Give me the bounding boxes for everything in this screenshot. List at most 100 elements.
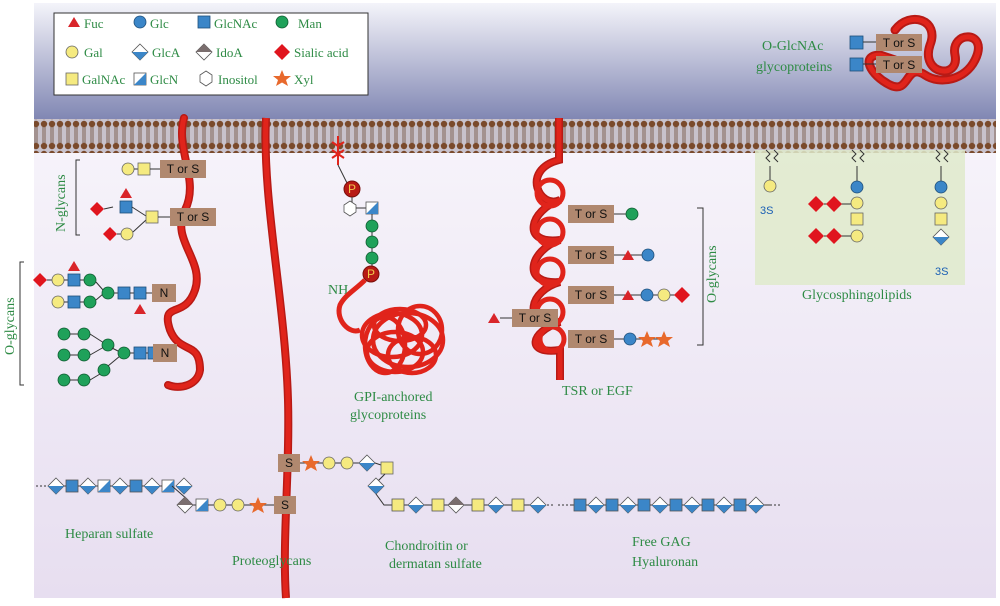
glc-icon xyxy=(851,181,863,193)
glcnac-icon xyxy=(198,16,210,28)
galnac-icon xyxy=(66,73,78,85)
legend-glcn: GlcN xyxy=(150,72,179,87)
free-gag-label: Free GAG xyxy=(632,535,691,550)
heparan-sulfate-label: Heparan sulfate xyxy=(65,527,153,542)
gpi-label-1: GPI-anchored xyxy=(354,390,433,405)
gal-icon xyxy=(935,197,947,209)
glcnac-icon xyxy=(670,499,682,511)
legend-sialic: Sialic acid xyxy=(294,45,349,60)
glcnac-icon xyxy=(638,499,650,511)
tors-label: T or S xyxy=(575,288,607,302)
n-label: N xyxy=(161,346,170,360)
man-icon xyxy=(102,287,114,299)
glc-icon xyxy=(134,16,146,28)
gal-icon xyxy=(121,228,133,240)
sulfate-label: 3S xyxy=(760,205,773,217)
man-icon xyxy=(102,339,114,351)
man-icon xyxy=(626,208,638,220)
man-icon xyxy=(58,374,70,386)
man-icon xyxy=(276,16,288,28)
gal-icon xyxy=(122,163,134,175)
gal-icon xyxy=(214,499,226,511)
gal-icon xyxy=(658,289,670,301)
dermatan-label: dermatan sulfate xyxy=(389,557,482,572)
gal-icon xyxy=(52,296,64,308)
glcnac-icon xyxy=(850,36,863,49)
glcnac-icon xyxy=(134,287,146,299)
glcnac-icon xyxy=(134,347,146,359)
glc-icon xyxy=(624,333,636,345)
man-icon xyxy=(84,296,96,308)
tors-label: T or S xyxy=(883,58,915,72)
o-glycans-right-label: O-glycans xyxy=(705,245,720,303)
glc-icon xyxy=(642,249,654,261)
n-label: N xyxy=(160,286,169,300)
legend-gal: Gal xyxy=(84,45,103,60)
man-icon xyxy=(58,349,70,361)
man-icon xyxy=(366,236,378,248)
glcnac-icon xyxy=(118,287,130,299)
sulfate-label: 3S xyxy=(935,266,948,278)
gpi-label-2: glycoproteins xyxy=(350,408,426,423)
man-icon xyxy=(78,374,90,386)
gal-icon xyxy=(851,230,863,242)
glcnac-icon xyxy=(702,499,714,511)
man-icon xyxy=(366,252,378,264)
man-icon xyxy=(78,328,90,340)
tors-label: T or S xyxy=(177,210,209,224)
galnac-icon xyxy=(472,499,484,511)
gal-icon xyxy=(66,46,78,58)
glcnac-icon xyxy=(130,480,142,492)
galnac-icon xyxy=(146,211,158,223)
tors-label: T or S xyxy=(575,207,607,221)
legend-glc: Glc xyxy=(150,16,169,31)
legend-glca: GlcA xyxy=(152,45,181,60)
gal-icon xyxy=(764,180,776,192)
galnac-icon xyxy=(432,499,444,511)
gal-icon xyxy=(851,197,863,209)
tsr-egf-label: TSR or EGF xyxy=(562,384,633,399)
glcnac-icon xyxy=(68,296,80,308)
tors-label: T or S xyxy=(883,36,915,50)
man-icon xyxy=(118,347,130,359)
glcnac-icon xyxy=(66,480,78,492)
man-icon xyxy=(84,274,96,286)
gal-icon xyxy=(323,457,335,469)
galnac-icon xyxy=(138,163,150,175)
legend-fuc: Fuc xyxy=(84,16,104,31)
gal-icon xyxy=(232,499,244,511)
glcnac-icon xyxy=(734,499,746,511)
galnac-icon xyxy=(381,462,393,474)
chondroitin-label: Chondroitin or xyxy=(385,539,468,554)
legend-inositol: Inositol xyxy=(218,72,258,87)
man-icon xyxy=(58,328,70,340)
glcnac-icon xyxy=(606,499,618,511)
galnac-icon xyxy=(851,213,863,225)
proteoglycans-label: Proteoglycans xyxy=(232,554,311,569)
legend-galnac: GalNAc xyxy=(82,72,126,87)
man-icon xyxy=(366,220,378,232)
legend: Fuc Glc GlcNAc Man Gal GlcA IdoA Sialic … xyxy=(54,13,368,95)
o-glycans-left-label: O-glycans xyxy=(3,297,18,355)
galnac-icon xyxy=(935,213,947,225)
gal-icon xyxy=(52,274,64,286)
legend-man: Man xyxy=(298,16,322,31)
legend-glcnac: GlcNAc xyxy=(214,16,258,31)
s-label: S xyxy=(285,456,293,470)
phosphate-label: P xyxy=(367,267,375,281)
o-glcnac-label: O-GlcNAc xyxy=(762,39,823,54)
gal-icon xyxy=(341,457,353,469)
glcnac-icon xyxy=(574,499,586,511)
man-icon xyxy=(78,349,90,361)
glcnac-icon xyxy=(850,58,863,71)
glycosphingolipids-label: Glycosphingolipids xyxy=(802,288,912,303)
legend-idoa: IdoA xyxy=(216,45,243,60)
s-label: S xyxy=(281,498,289,512)
glc-icon xyxy=(641,289,653,301)
galnac-icon xyxy=(392,499,404,511)
phosphate-label: P xyxy=(348,182,356,196)
n-glycans-label: N-glycans xyxy=(54,174,69,232)
tors-label: T or S xyxy=(575,248,607,262)
